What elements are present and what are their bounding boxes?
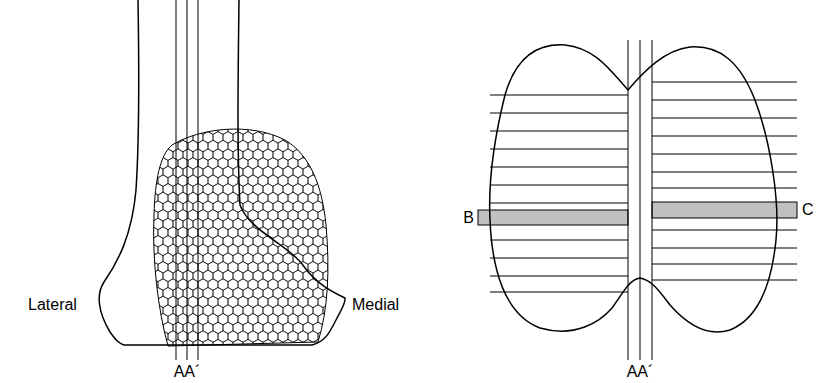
femur-outline bbox=[99, 0, 345, 345]
section-label: AA´ bbox=[627, 364, 654, 380]
slice-band bbox=[478, 210, 628, 225]
section-label: AA´ bbox=[174, 364, 201, 380]
slice-label: C bbox=[802, 202, 814, 218]
slice-lines bbox=[490, 82, 797, 292]
slice-band bbox=[652, 202, 797, 218]
knee-section-outline bbox=[490, 45, 777, 332]
honeycomb-outline bbox=[154, 129, 328, 346]
section-lines bbox=[176, 0, 198, 360]
honeycomb-region bbox=[143, 114, 348, 359]
section-lines bbox=[628, 40, 652, 360]
side-label: Medial bbox=[352, 297, 399, 313]
side-label: Lateral bbox=[28, 297, 77, 313]
slice-label: B bbox=[463, 210, 474, 226]
